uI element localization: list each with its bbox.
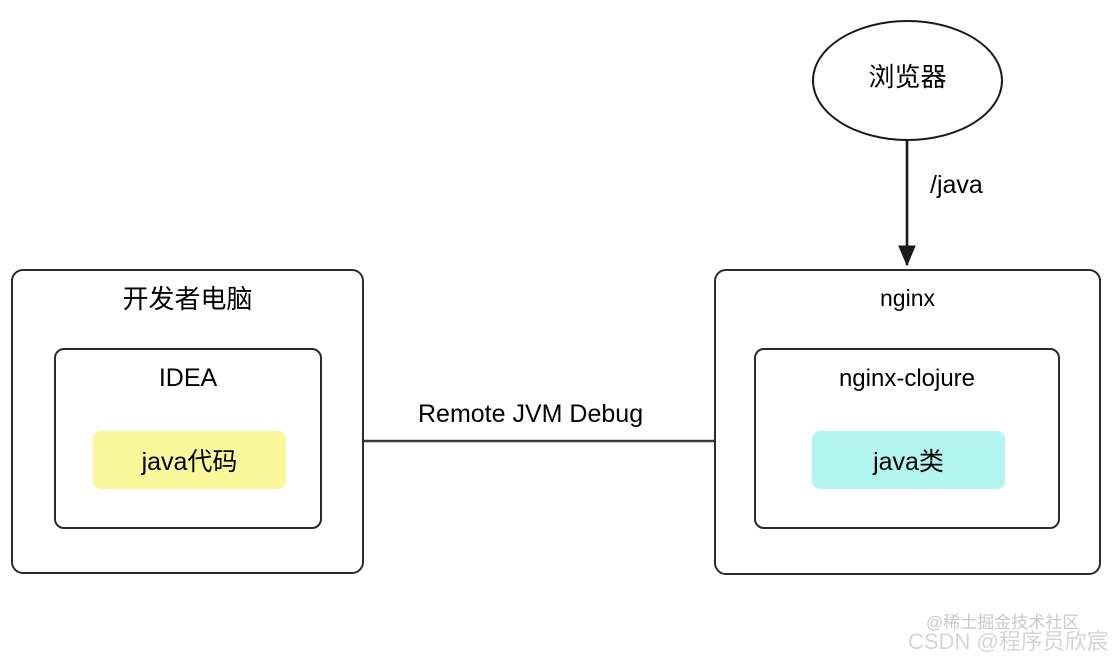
watermark-juejin: @稀土掘金技术社区 [926, 613, 1080, 632]
node-browser-label: 浏览器 [868, 62, 947, 92]
node-nginx-clojure-label: nginx-clojure [838, 365, 976, 392]
chip-java-class-label: java类 [873, 448, 944, 476]
edge-label-java-path: /java [930, 171, 983, 199]
node-developer-machine-label: 开发者电脑 [122, 284, 253, 314]
chip-java-code[interactable]: java代码 [93, 431, 286, 489]
watermark-csdn: CSDN @程序员欣宸 [908, 629, 1109, 654]
chip-java-class[interactable]: java类 [812, 431, 1005, 489]
chip-java-code-label: java代码 [141, 448, 238, 476]
node-browser[interactable] [812, 20, 1003, 141]
node-idea-label: IDEA [158, 364, 218, 392]
edge-label-remote-jvm-debug: Remote JVM Debug [418, 400, 644, 428]
node-nginx-label: nginx [880, 285, 935, 311]
